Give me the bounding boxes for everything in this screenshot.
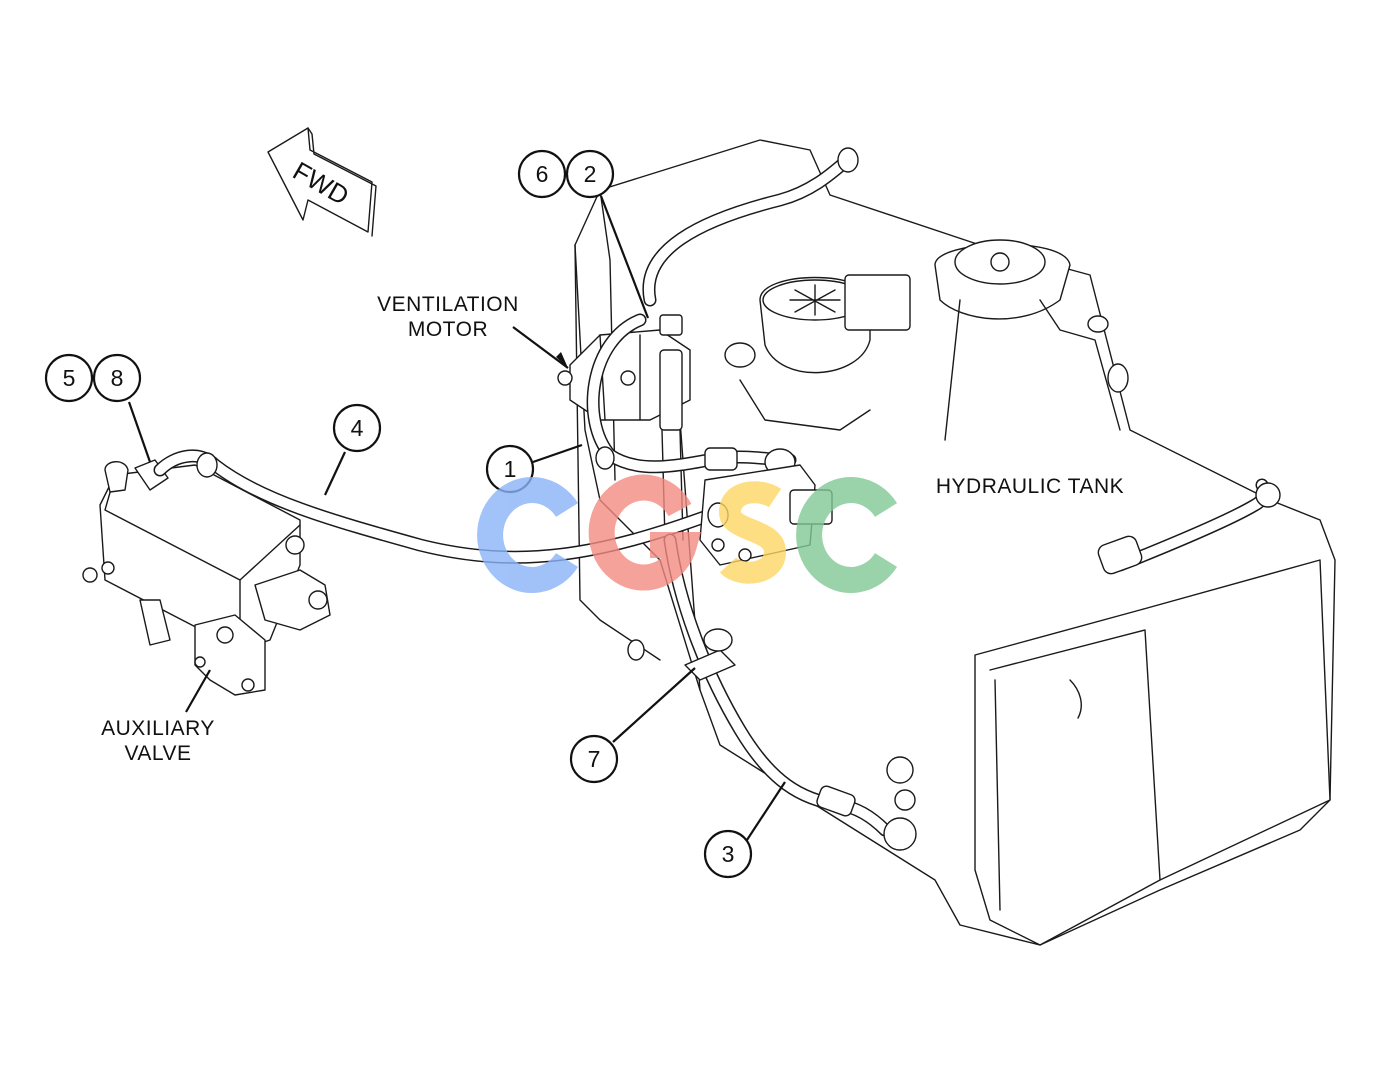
- auxiliary-valve-label-line1: AUXILIARY: [101, 717, 215, 740]
- leader-4: [324, 451, 346, 496]
- callout-7: 7: [569, 734, 619, 784]
- auxiliary-valve-label-line2: VALVE: [124, 742, 191, 765]
- callout-6: 6: [517, 149, 567, 199]
- callout-2: 2: [565, 149, 615, 199]
- callout-4: 4: [332, 403, 382, 453]
- ventilation-motor-label-line2: MOTOR: [408, 318, 488, 341]
- leader-1: [532, 443, 583, 464]
- svg-text:8: 8: [111, 365, 124, 391]
- svg-text:7: 7: [588, 746, 601, 772]
- callout-8: 8: [92, 353, 142, 403]
- leader-2: [599, 195, 650, 319]
- svg-text:2: 2: [584, 161, 597, 187]
- hydraulic-tank-label: HYDRAULIC TANK: [936, 475, 1124, 498]
- hydraulic-tank: [574, 139, 1336, 946]
- auxiliary-valve: [82, 459, 331, 696]
- svg-text:3: 3: [722, 841, 735, 867]
- svg-text:1: 1: [504, 456, 517, 482]
- leader-7: [612, 667, 696, 743]
- svg-text:6: 6: [536, 161, 549, 187]
- callout-5: 5: [44, 353, 94, 403]
- leader-3: [744, 781, 786, 844]
- fwd-arrow: FWD: [267, 127, 377, 237]
- watermark: [477, 474, 898, 593]
- watermark-letter-c2: [796, 477, 898, 593]
- ventilation-motor-label-line1: VENTILATION: [377, 293, 519, 316]
- watermark-letter-s: [718, 481, 787, 584]
- watermark-letter-g: [588, 474, 702, 591]
- leader-lines: [127, 195, 786, 844]
- svg-text:4: 4: [351, 415, 364, 441]
- watermark-letter-c1: [477, 477, 579, 593]
- leader-8: [127, 401, 152, 463]
- text-labels: VENTILATION MOTOR HYDRAULIC TANK AUXILIA…: [101, 293, 1124, 765]
- callout-3: 3: [703, 829, 753, 879]
- svg-text:5: 5: [63, 365, 76, 391]
